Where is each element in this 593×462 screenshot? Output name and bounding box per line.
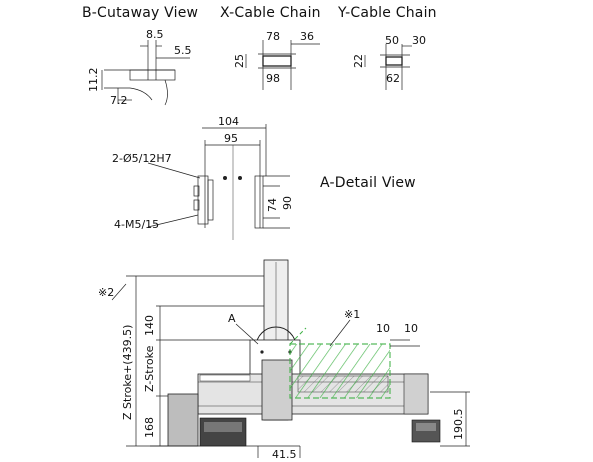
dim-total: Z Stroke+(439.5): [121, 325, 134, 420]
y-cable-chain-view: 50 30 22 62: [352, 34, 426, 90]
b-dim-left: 11.2: [87, 68, 100, 93]
a-dim-95: 95: [224, 132, 238, 145]
y-dim-top-right: 30: [412, 34, 426, 47]
b-cutaway-title: B-Cutaway View: [82, 5, 199, 21]
b-dim-right: 5.5: [174, 44, 192, 57]
main-assembly-view: ※2 ※1 A 140 Z-Stroke 168 Z Stroke+(439.5…: [98, 259, 470, 461]
dim-1905: 190.5: [452, 409, 465, 441]
x-dim-bottom: 98: [266, 72, 280, 85]
dim-140: 140: [143, 315, 156, 336]
a-dim-90: 90: [281, 196, 294, 210]
a-detail-view: 104 95 74 90 2-Ø5∕12H7 4-M5∕15: [112, 115, 294, 240]
a-note-bottom: 4-M5∕15: [114, 218, 159, 231]
a-dim-104: 104: [218, 115, 239, 128]
b-dim-bottom: 7.2: [110, 94, 128, 107]
label-a: A: [228, 312, 236, 325]
x-dim-left: 25: [233, 54, 246, 68]
x-cable-title: X-Cable Chain: [220, 5, 321, 21]
dim-10a: 10: [376, 322, 390, 335]
y-dim-left: 22: [352, 54, 365, 68]
a-detail-title: A-Detail View: [320, 175, 416, 191]
y-dim-top: 50: [385, 34, 399, 47]
x-cable-chain-view: 78 36 25 98: [233, 30, 320, 90]
b-dim-top: 8.5: [146, 28, 164, 41]
b-cutaway-view: 8.5 5.5 11.2 7.2: [87, 28, 192, 107]
dim-10b: 10: [404, 322, 418, 335]
x-dim-top-right: 36: [300, 30, 314, 43]
y-cable-title: Y-Cable Chain: [338, 5, 437, 21]
dim-168: 168: [143, 417, 156, 438]
dim-415: 41.5: [272, 448, 297, 461]
dim-zstroke: Z-Stroke: [143, 345, 156, 392]
a-note-top: 2-Ø5∕12H7: [112, 152, 172, 165]
note-1: ※1: [344, 308, 360, 321]
note-2: ※2: [98, 286, 114, 299]
a-dim-74: 74: [266, 198, 279, 212]
x-dim-top: 78: [266, 30, 280, 43]
y-dim-bottom: 62: [386, 72, 400, 85]
